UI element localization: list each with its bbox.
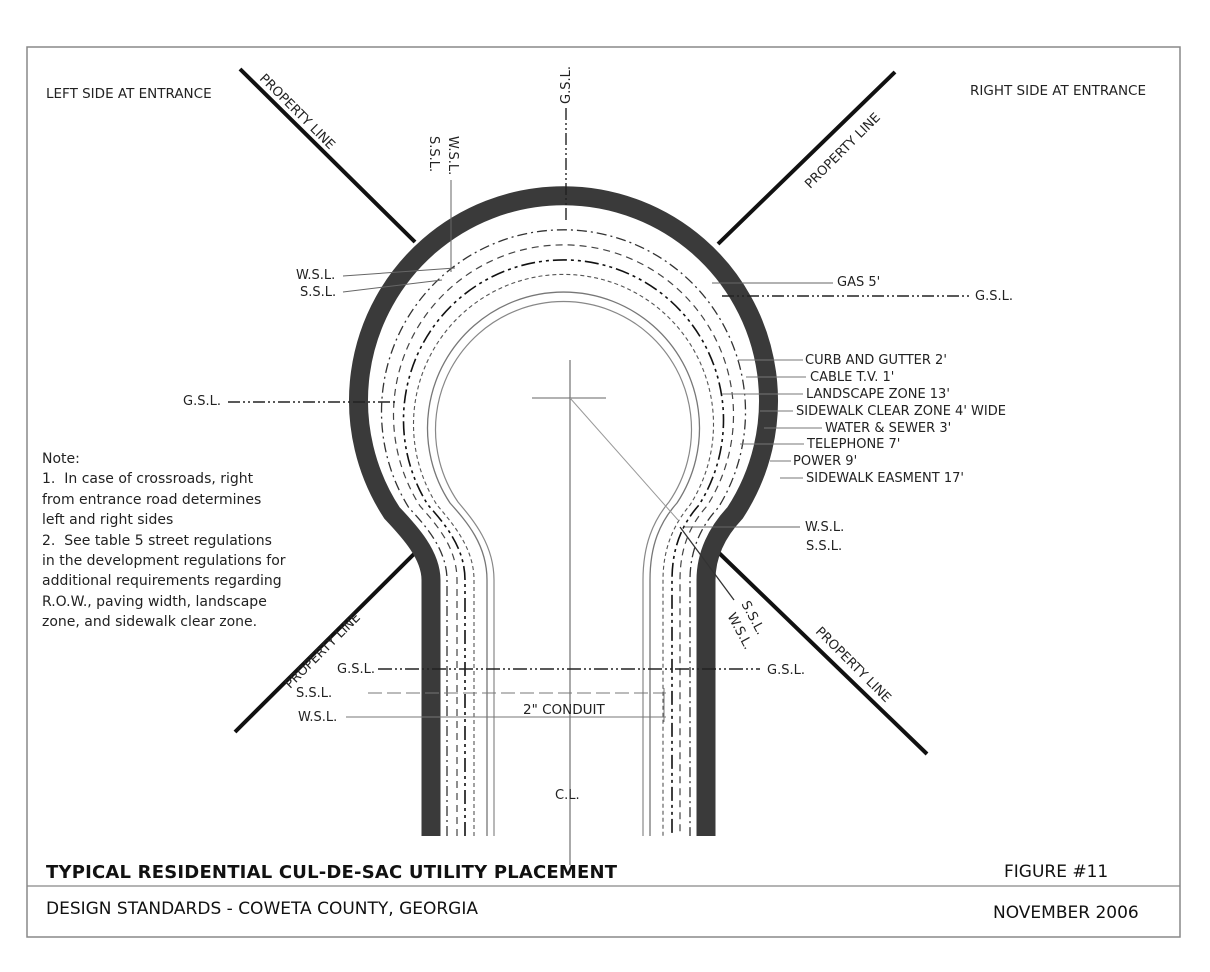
centerline-label: C.L. [555,788,580,803]
right-side-label: RIGHT SIDE AT ENTRANCE [970,83,1147,99]
gsl-bottom-left-label: G.S.L. [337,662,375,677]
drawing-title: TYPICAL RESIDENTIAL CUL-DE-SAC UTILITY P… [46,862,618,883]
figure-number: FIGURE #11 [1004,862,1109,882]
wsl-top-label: W.S.L. [445,136,460,176]
landscape-zone-callout: LANDSCAPE ZONE 13' [806,387,950,402]
note-heading: Note: [42,451,80,467]
wsl-bottom-label: W.S.L. [298,710,338,725]
sidewalk-easement-callout: SIDEWALK EASMENT 17' [806,471,964,486]
gas-line [402,259,725,836]
ssl-right-label: S.S.L. [806,539,843,554]
wsl-left-leader [342,267,456,277]
curb-inner [434,301,693,836]
cable-tv-callout: CABLE T.V. 1' [810,370,895,385]
ssl-left-leader [342,279,443,293]
gas-callout: GAS 5' [837,275,881,290]
note-line: left and right sides [42,512,174,529]
conduit-label: 2" CONDUIT [523,702,605,718]
wsl-left-label: W.S.L. [296,268,336,283]
note-line: R.O.W., paving width, landscape [42,593,267,610]
note-line: from entrance road determines [42,491,262,508]
telephone-callout: TELEPHONE 7' [807,437,901,452]
wsl-right-label: W.S.L. [805,520,845,535]
ssl-left-label: S.S.L. [300,285,337,300]
note-line: 1. In case of crossroads, right [42,471,254,488]
right-of-way-boundary [349,186,778,836]
note-line: zone, and sidewalk clear zone. [42,614,258,631]
ssl-bottom-label: S.S.L. [296,686,333,701]
left-side-label: LEFT SIDE AT ENTRANCE [46,86,212,102]
sidewalk-line-outer [380,229,747,836]
utility-line [412,273,715,836]
property-lines [233,67,929,756]
curb-gutter-callout: CURB AND GUTTER 2' [805,353,947,368]
note-line: additional requirements regarding [42,573,282,590]
gsl-bottom-right-label: G.S.L. [767,663,805,678]
callout-leaders [722,359,822,479]
ssl-wsl-diagonal-leader [679,526,735,601]
note-line: 2. See table 5 street regulations [42,532,272,549]
water-sewer-callout: WATER & SEWER 3' [825,421,952,436]
radius-line [569,397,679,521]
note-line: in the development regulations for [42,553,286,570]
drawing-date: NOVEMBER 2006 [993,903,1139,923]
curb-outer [426,291,701,836]
drawing-border [26,46,1181,938]
drawing-subtitle: DESIGN STANDARDS - COWETA COUNTY, GEORGI… [46,899,478,919]
ssl-top-label: S.S.L. [426,136,441,173]
sidewalk-line-inner [392,244,735,836]
gsl-right-label: G.S.L. [975,289,1013,304]
note-block: Note: 1. In case of crossroads, right fr… [42,449,312,633]
gsl-left-label: G.S.L. [183,394,221,409]
gsl-top-label: G.S.L. [559,66,574,104]
power-callout: POWER 9' [793,454,858,469]
sidewalk-clear-zone-callout: SIDEWALK CLEAR ZONE 4' WIDE [796,404,1006,419]
